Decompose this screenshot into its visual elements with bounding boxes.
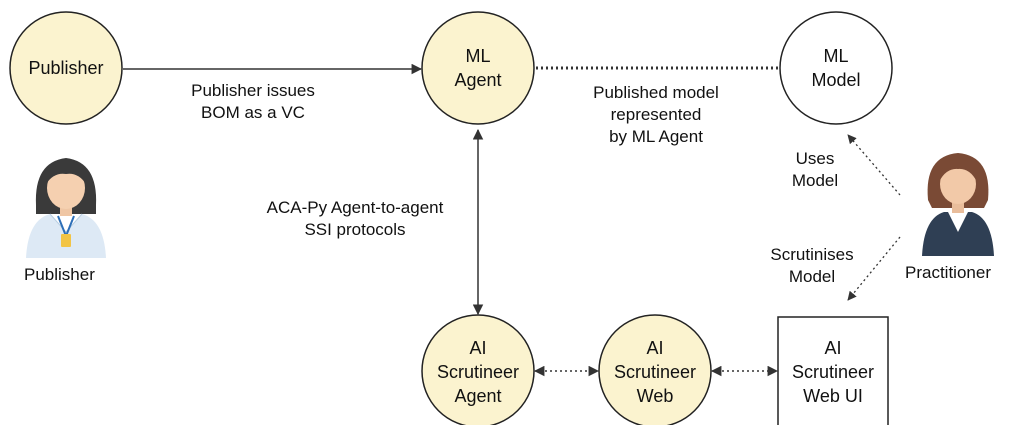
edge-label-publisher-issues-line2: BOM as a VC bbox=[201, 103, 305, 122]
ai-scrutineer-agent-node[interactable]: AI Scrutineer Agent bbox=[421, 314, 535, 425]
ml-model-label-line2: Model bbox=[811, 70, 860, 90]
ai-agent-label-line1: AI bbox=[469, 338, 486, 358]
ai-web-label-line3: Web bbox=[637, 386, 674, 406]
ml-agent-label-line1: ML bbox=[465, 46, 490, 66]
ml-agent-label-line2: Agent bbox=[454, 70, 501, 90]
practitioner-person-label: Practitioner bbox=[905, 263, 991, 282]
publisher-node-label: Publisher bbox=[28, 58, 103, 78]
ai-web-ui-label-line1: AI bbox=[824, 338, 841, 358]
edge-label-published-model: Published model represented by ML Agent bbox=[566, 82, 746, 148]
ml-model-label-line1: ML bbox=[823, 46, 848, 66]
ml-model-node[interactable]: ML Model bbox=[779, 11, 893, 125]
edge-label-uses-model: Uses Model bbox=[775, 148, 855, 192]
publisher-person-icon bbox=[26, 158, 106, 258]
edge-label-published-model-line2: represented bbox=[610, 105, 702, 124]
edge-label-scrutinises-model-line2: Model bbox=[788, 267, 836, 286]
edge-label-aca-py: ACA-Py Agent-to-agent SSI protocols bbox=[240, 197, 470, 241]
edge-practitioner-scrutinises-model bbox=[847, 236, 901, 301]
publisher-node[interactable]: Publisher bbox=[9, 11, 123, 125]
edge-label-uses-model-line1: Uses bbox=[795, 149, 835, 168]
edge-label-publisher-issues: Publisher issues BOM as a VC bbox=[163, 80, 343, 124]
ai-web-label-line1: AI bbox=[646, 338, 663, 358]
edge-label-uses-model-line2: Model bbox=[791, 171, 839, 190]
edge-label-published-model-line1: Published model bbox=[593, 83, 719, 102]
ml-agent-node[interactable]: ML Agent bbox=[421, 11, 535, 125]
ai-web-ui-label-line3: Web UI bbox=[803, 386, 863, 406]
practitioner-person-icon bbox=[922, 153, 994, 256]
edge-label-publisher-issues-line1: Publisher issues bbox=[191, 81, 315, 100]
edge-practitioner-uses-model bbox=[847, 134, 901, 196]
ai-web-ui-label-line2: Scrutineer bbox=[792, 362, 874, 382]
publisher-person-label: Publisher bbox=[24, 265, 95, 284]
ai-agent-label-line3: Agent bbox=[454, 386, 501, 406]
ai-web-label-line2: Scrutineer bbox=[614, 362, 696, 382]
ai-agent-label-line2: Scrutineer bbox=[437, 362, 519, 382]
edge-label-published-model-line3: by ML Agent bbox=[609, 127, 703, 146]
edge-label-aca-py-line1: ACA-Py Agent-to-agent bbox=[266, 198, 444, 217]
ai-scrutineer-web-node[interactable]: AI Scrutineer Web bbox=[598, 314, 712, 425]
edge-label-scrutinises-model-line1: Scrutinises bbox=[770, 245, 854, 264]
edge-label-scrutinises-model: Scrutinises Model bbox=[752, 244, 872, 288]
edge-label-aca-py-line2: SSI protocols bbox=[304, 220, 406, 239]
ai-scrutineer-web-ui-box[interactable]: AI Scrutineer Web UI bbox=[777, 316, 889, 425]
